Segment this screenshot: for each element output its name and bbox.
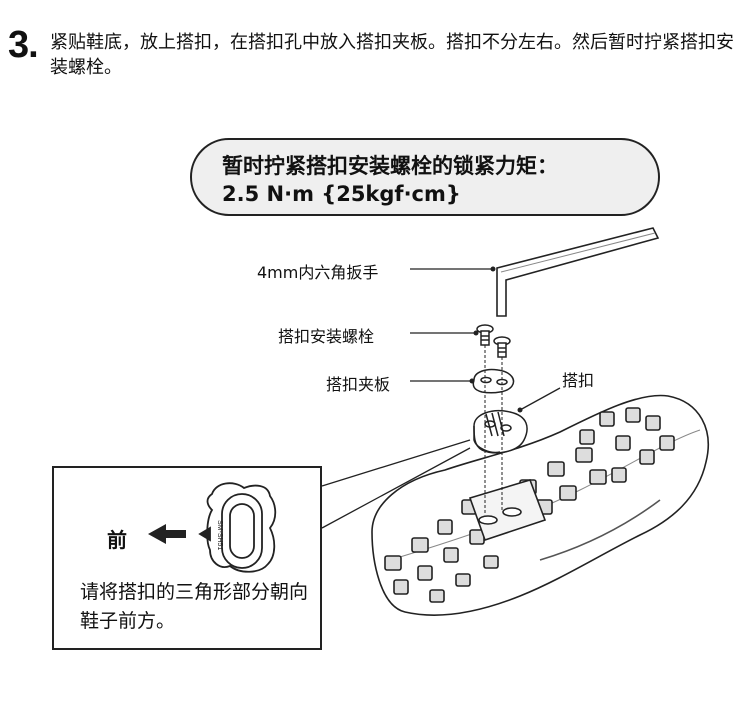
torque-spec-title: 暂时拧紧搭扣安装螺栓的锁紧力矩： [222, 154, 558, 178]
torque-spec-box: 暂时拧紧搭扣安装螺栓的锁紧力矩： 2.5 N·m {25kgf·cm} [190, 138, 660, 216]
step-instruction: 紧贴鞋底，放上搭扣，在搭扣孔中放入搭扣夹板。搭扣不分左右。然后暂时拧紧搭扣安装螺… [50, 32, 734, 78]
cleat-illustration [473, 410, 528, 454]
label-cleat-bolts: 搭扣安装螺栓 [278, 327, 375, 346]
label-cleat: 搭扣 [562, 371, 595, 390]
label-hex-wrench: 4mm内六角扳手 [257, 263, 379, 282]
front-arrow-icon [148, 524, 186, 544]
step-number: 3. [8, 24, 39, 66]
hex-wrench-illustration [496, 227, 660, 317]
cleat-plate-illustration [472, 368, 515, 394]
label-cleat-plate: 搭扣夹板 [326, 375, 391, 394]
cleat-model-text: SM-SH51 [216, 520, 223, 550]
orientation-inset: 前 SM-SH51 请将搭扣的三角形部分朝向鞋子前方。 [52, 466, 322, 650]
cleat-bolts-illustration [476, 324, 511, 358]
front-label: 前 [107, 528, 127, 552]
torque-spec-value: 2.5 N·m {25kgf·cm} [222, 182, 461, 206]
orientation-diagram: SM-SH51 [148, 482, 277, 573]
cleat-top-view [198, 482, 277, 573]
orientation-note: 请将搭扣的三角形部分朝向鞋子前方。 [80, 581, 309, 632]
shoe-sole-illustration [371, 394, 709, 616]
